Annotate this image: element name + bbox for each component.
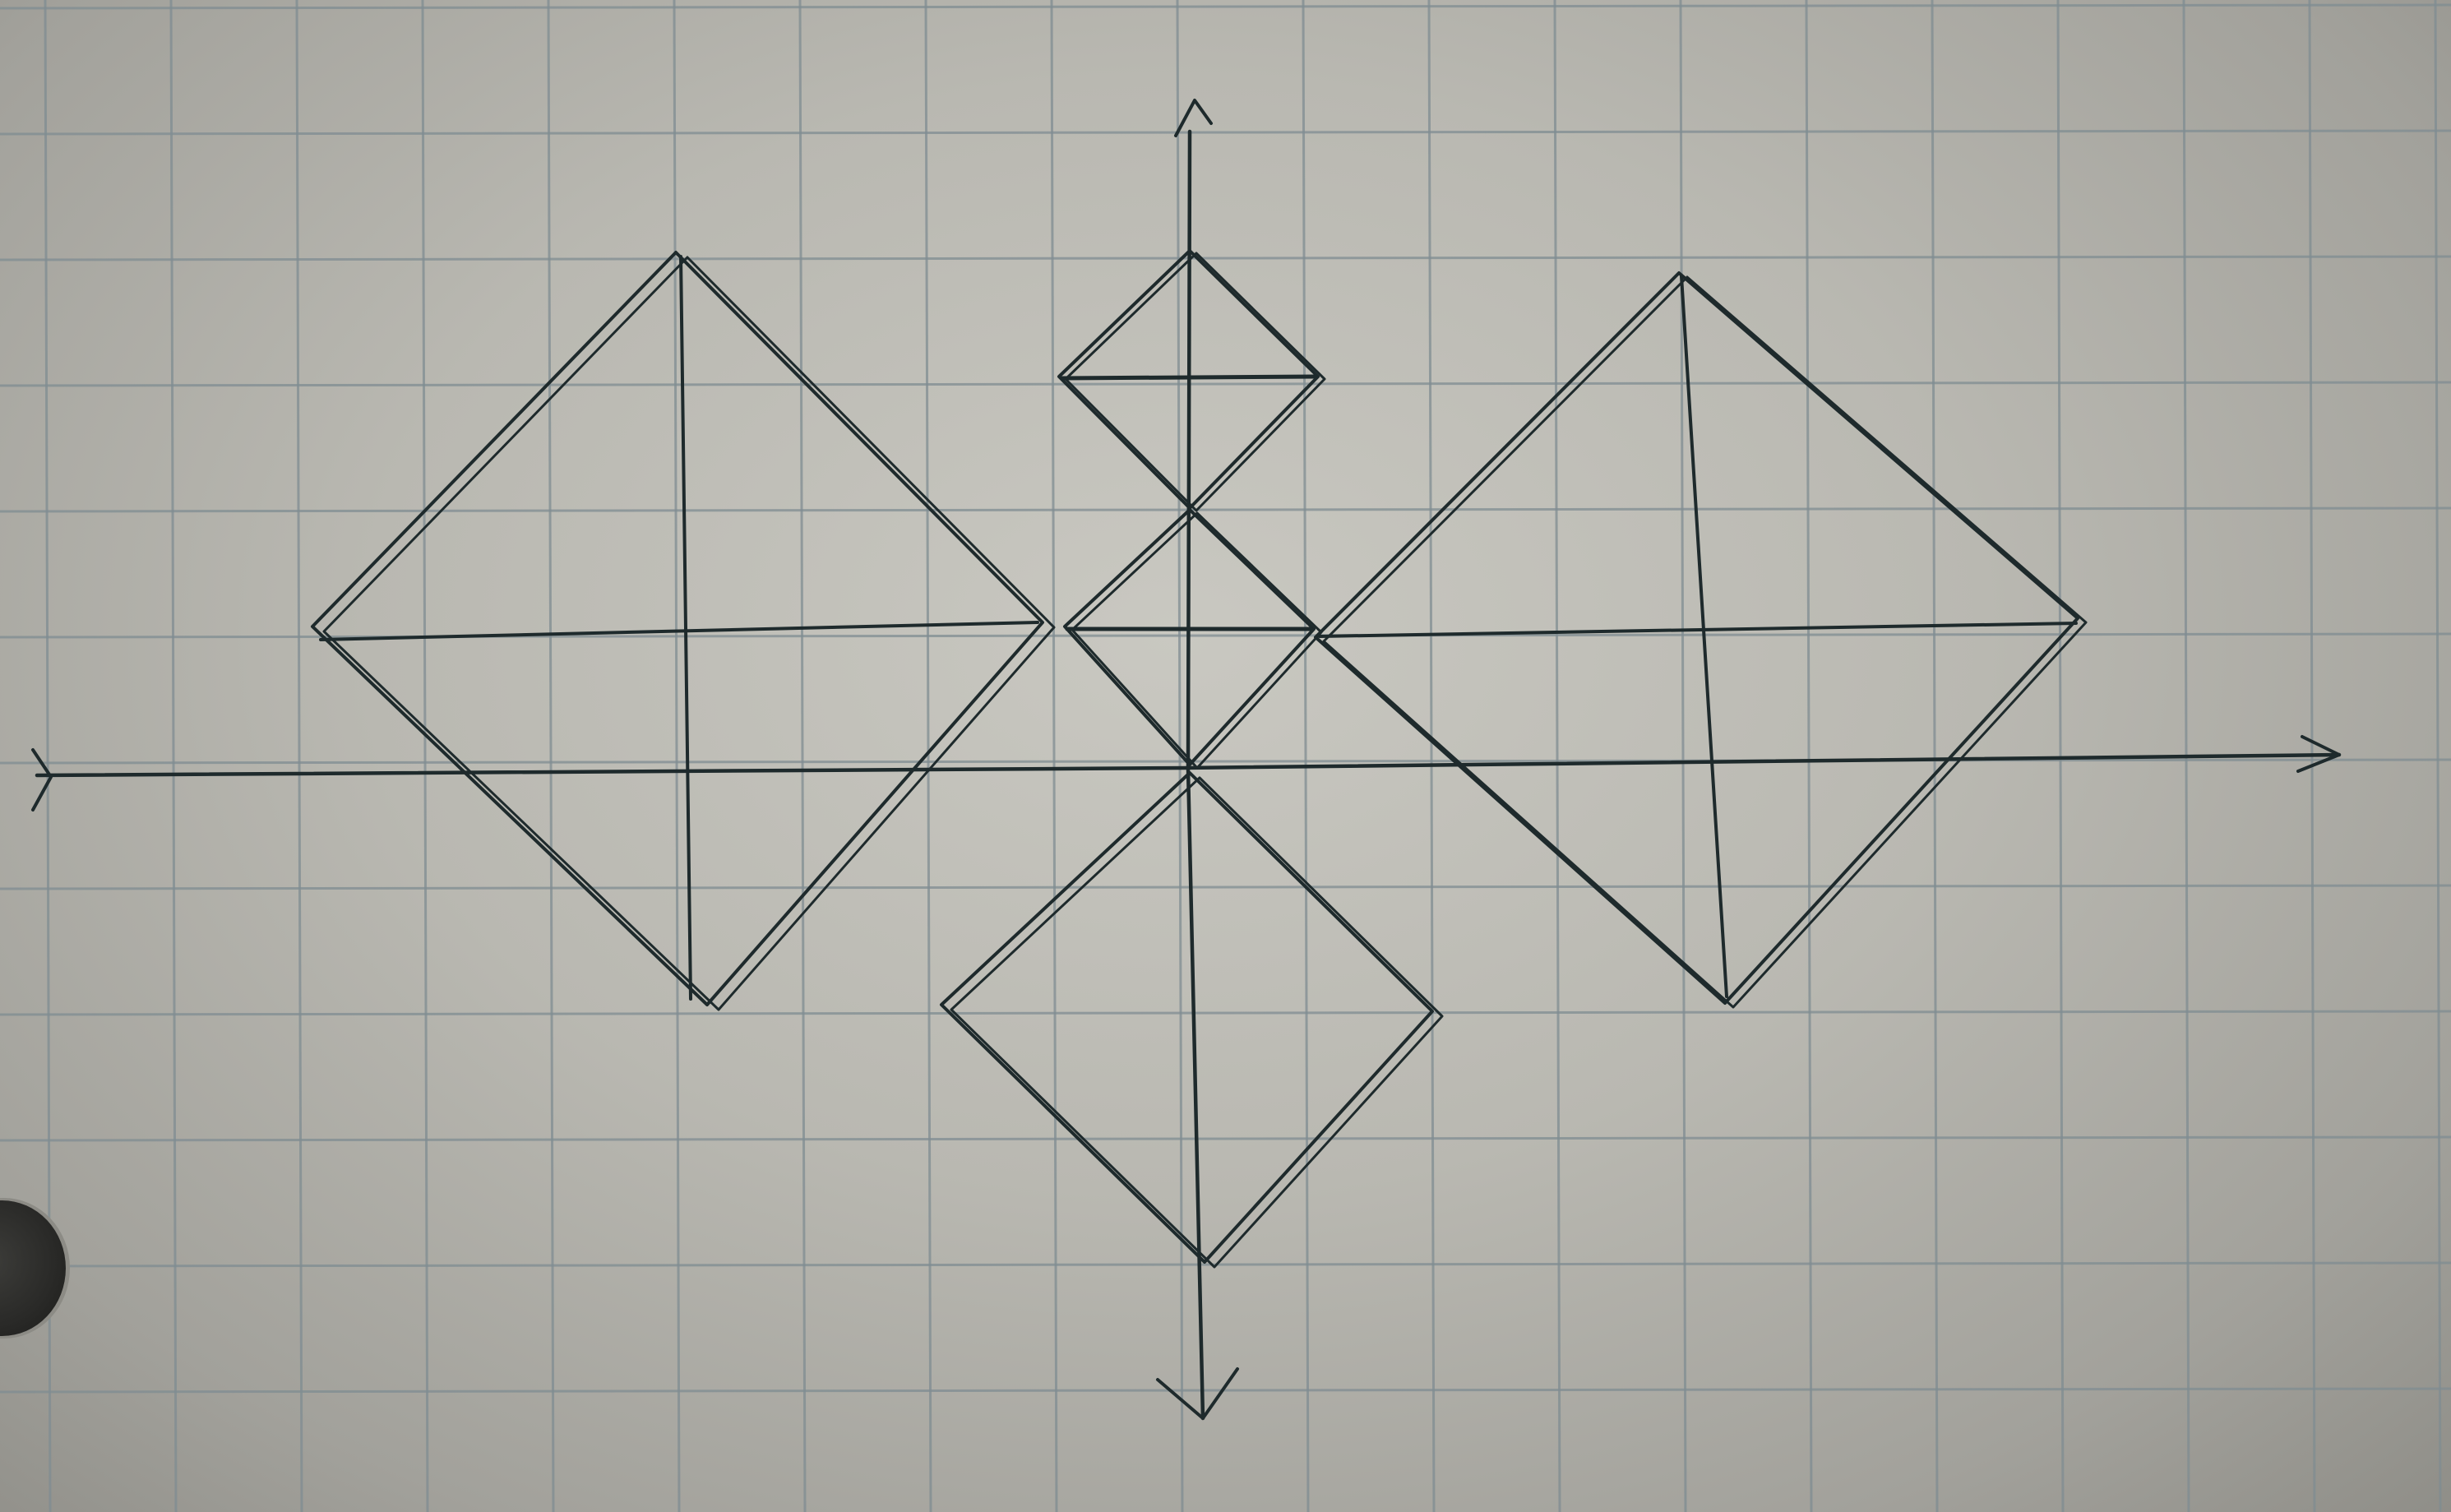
grid-line-horizontal: [0, 632, 2451, 639]
right-diamond-outline: [1314, 271, 2079, 1005]
grid-line-vertical: [2056, 0, 2065, 1512]
right-diamond-horizontal-diagonal: [1318, 622, 2078, 638]
right-diamond-outline-retrace: [1322, 275, 2088, 1009]
grid-line-vertical: [924, 0, 932, 1512]
grid-line-vertical: [1302, 0, 1310, 1512]
grid-line-vertical: [547, 0, 555, 1512]
grid-line-horizontal: [0, 1135, 2451, 1142]
grid-line-vertical: [1553, 0, 1561, 1512]
middle-small-diamond-outline-retrace: [1071, 511, 1323, 770]
grid-line-horizontal: [0, 255, 2451, 261]
grid-line-horizontal: [0, 758, 2451, 765]
x-axis-right-arrow: [2296, 735, 2341, 773]
grid-line-vertical: [295, 0, 303, 1512]
middle-small-diamond-outline: [1063, 508, 1316, 766]
x-axis: [35, 752, 2342, 778]
grid-line-vertical: [2434, 0, 2442, 1512]
y-axis-up-arrow: [1174, 99, 1213, 137]
grid-line-horizontal: [0, 1261, 2451, 1268]
grid-line-vertical: [169, 0, 178, 1512]
left-diamond-outline-retrace: [322, 256, 1056, 1011]
left-diamond-vertical-diagonal: [679, 255, 692, 1001]
y-axis-down-arrow: [1156, 1367, 1239, 1420]
hand-drawn-figure: [31, 99, 2342, 1421]
y-axis: [1186, 129, 1205, 1421]
top-small-diamond-outline: [1057, 249, 1320, 510]
x-axis-left-arrow: [31, 748, 53, 811]
grid-line-horizontal: [0, 129, 2451, 136]
grid-line-horizontal: [0, 1010, 2451, 1016]
left-diamond-outline: [311, 251, 1044, 1006]
grid-line-vertical: [673, 0, 681, 1512]
grid-line-horizontal: [0, 506, 2451, 513]
bottom-diamond-outline-retrace: [950, 776, 1444, 1269]
left-diamond-horizontal-diagonal: [319, 621, 1039, 641]
top-small-diamond-outline-retrace: [1064, 252, 1326, 512]
grid-line-horizontal: [0, 1387, 2451, 1394]
grid-line-horizontal: [0, 381, 2451, 387]
grid-line-vertical: [1050, 0, 1058, 1512]
grid-line-vertical: [1427, 0, 1436, 1512]
grid-line-vertical: [1805, 0, 1813, 1512]
grid-line-horizontal: [0, 884, 2451, 890]
bottom-diamond-outline: [940, 771, 1434, 1264]
right-diamond-vertical-diagonal: [1680, 275, 1728, 998]
grid-line-vertical: [1679, 0, 1687, 1512]
top-small-diamond-horizontal-diagonal: [1060, 374, 1318, 381]
grid-line-vertical: [421, 0, 429, 1512]
grid-line-vertical: [1931, 0, 1939, 1512]
grid-line-vertical: [798, 0, 807, 1512]
grid-line-horizontal: [0, 3, 2451, 10]
